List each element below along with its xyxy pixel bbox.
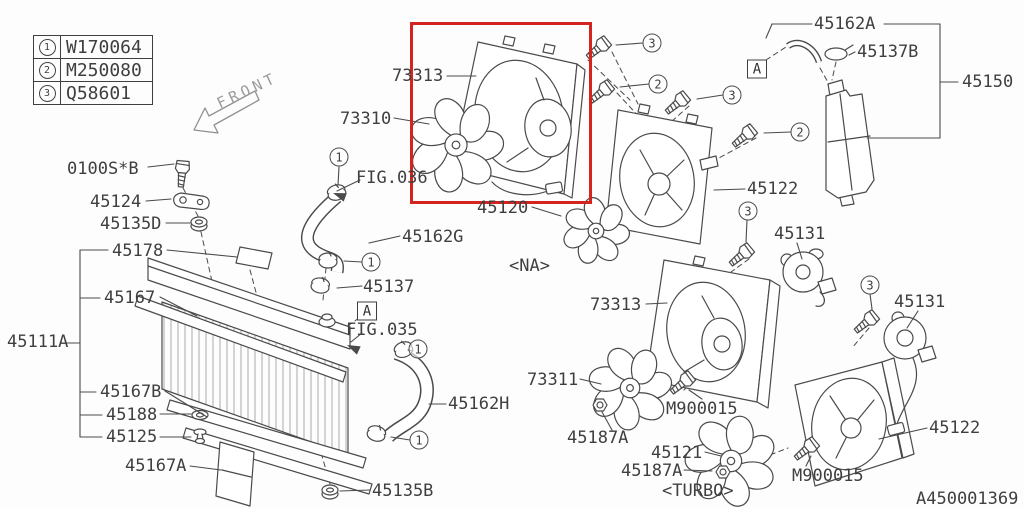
reservoir-hose-45162a-drawing [788,43,819,62]
part-label: 45167 [104,288,156,308]
legend-callout-number: 3 [38,84,56,102]
lower-bracket-45167b [167,400,366,468]
callout-marker: 1 [408,339,428,359]
part-label: 45120 [477,198,529,218]
part-label: 45122 [929,418,981,438]
callout-marker: 3 [722,85,742,105]
part-label: 73313 [590,295,642,315]
legend-num-cell: 3 [34,82,61,104]
part-label: M900015 [792,466,864,486]
legend-callout-number: 1 [38,38,56,56]
legend-callout-number: 2 [38,61,56,79]
legend-num-cell: 2 [34,59,61,81]
part-label: 45135D [100,214,162,234]
fan-motor-45131-second-drawing [884,312,936,362]
legend-row: 1 W170064 [34,36,152,58]
callout-marker: 3 [738,201,758,221]
part-label: 45121 [651,443,703,463]
bracket-45124 [174,193,209,209]
view-ref-box: A [747,59,767,79]
part-label: 45124 [90,192,142,212]
part-label: 45187A [567,428,629,448]
part-label: 45122 [747,179,799,199]
legend-part-code: Q58601 [66,82,132,104]
part-label: 45162H [448,394,510,414]
callout-marker: 1 [409,430,429,450]
grommet-45135d-drawing [190,216,208,232]
diagram-code: A450001369 [916,489,1019,508]
highlighted-fan-assembly-drawing [396,36,585,203]
callout-marker: 2 [790,122,810,142]
nut-45187a-drawing [592,398,608,412]
part-label: 45150 [962,72,1014,92]
part-label: 45131 [894,292,946,312]
part-label: 73310 [340,109,392,129]
callout-marker: 1 [361,252,381,272]
part-label: FIG.035 [346,320,418,340]
part-label: 45131 [774,224,826,244]
callout-marker: 3 [860,275,880,295]
reservoir-tank-drawing [825,45,874,206]
nut-45187a-second-drawing [715,465,731,479]
na-fan-assembly-drawing [550,104,718,275]
part-label: 45178 [112,241,164,261]
view-ref-box: A [357,301,377,321]
legend-num-cell: 1 [34,36,61,58]
part-label: 45137 [363,277,415,297]
part-label: FIG.036 [356,168,428,188]
part-label: 45162G [402,227,464,247]
part-label: <NA> [509,256,550,276]
callout-marker: 1 [329,147,349,167]
bolt-0100s-drawing [173,159,191,189]
clamp-45137-drawing [309,274,332,296]
lower-hose-45162h-drawing [388,353,427,437]
part-label: 45188 [106,405,158,425]
callout-marker: 2 [648,74,668,94]
radiator-drawing [135,193,372,506]
caution-tag-45178 [236,247,272,269]
leader-lines [62,24,958,491]
part-label: M900015 [666,399,738,419]
part-label: <TURBO> [662,481,734,501]
part-label: 45125 [106,427,158,447]
legend-row: 3 Q58601 [34,81,152,104]
upper-bracket-45167 [135,296,346,382]
part-label: 73311 [527,370,579,390]
part-label: 45162A [814,14,876,34]
part-label: 73313 [392,66,444,86]
washer-45188-drawing [191,409,209,421]
legend-row: 2 M250080 [34,58,152,81]
part-label: 45187A [621,461,683,481]
air-guide-45167a [216,442,254,506]
reservoir-cap-45137b-drawing [825,48,847,60]
part-label: 45167A [125,456,187,476]
legend-table: 1 W170064 2 M250080 3 Q58601 [33,35,153,105]
part-label: 0100S*B [67,159,139,179]
legend-part-code: M250080 [66,59,142,81]
legend-part-code: W170064 [66,36,142,58]
turbo-fan-assembly-drawing [582,256,784,508]
part-label: 45137B [857,42,919,62]
part-label: 45135B [372,481,434,501]
part-label: 45167B [100,382,162,402]
front-arrow-icon [194,91,259,133]
callout-marker: 3 [642,33,662,53]
grommet-45135b-drawing [321,484,339,500]
part-label: 45111A [7,332,69,352]
fan-motor-45131-drawing [781,249,836,306]
